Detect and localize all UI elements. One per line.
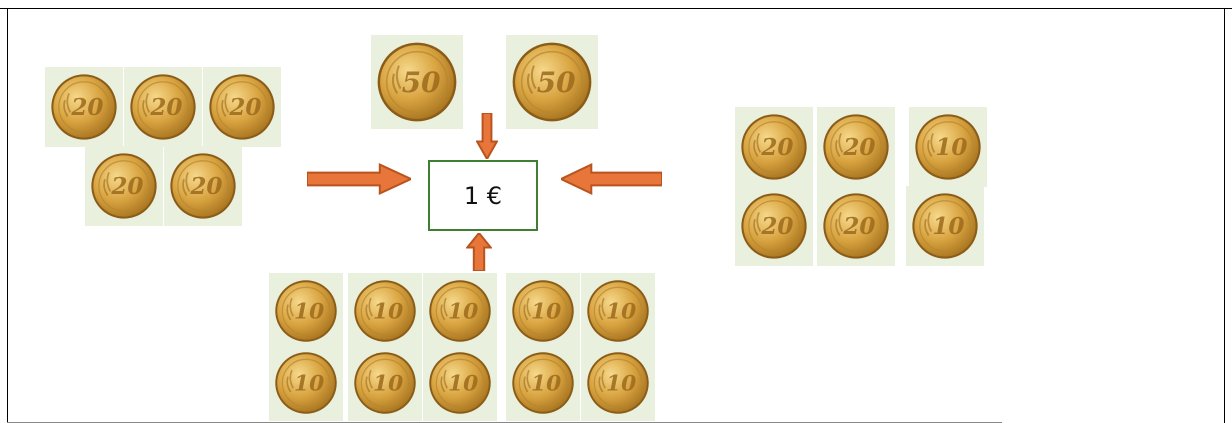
svg-text:20: 20 bbox=[760, 213, 793, 240]
svg-text:10: 10 bbox=[531, 372, 561, 397]
svg-text:10: 10 bbox=[294, 300, 324, 325]
coin-50-cent-icon: 50 bbox=[511, 41, 593, 123]
arrow-down-icon bbox=[476, 113, 498, 159]
svg-text:20: 20 bbox=[228, 94, 261, 121]
svg-text:10: 10 bbox=[531, 300, 561, 325]
svg-text:10: 10 bbox=[448, 300, 478, 325]
coin-10-cent-icon: 10 bbox=[353, 351, 417, 415]
svg-text:10: 10 bbox=[373, 300, 403, 325]
coin-10-cent-icon: 10 bbox=[428, 351, 492, 415]
svg-text:50: 50 bbox=[537, 66, 576, 99]
coin-20-cent-icon: 20 bbox=[822, 192, 890, 260]
coin-10-cent-icon: 10 bbox=[274, 279, 338, 343]
svg-text:20: 20 bbox=[760, 134, 793, 161]
svg-text:20: 20 bbox=[842, 213, 875, 240]
coin-20-cent-icon: 20 bbox=[740, 113, 808, 181]
coin-10-cent-icon: 10 bbox=[911, 192, 979, 260]
total-amount-box: 1 € bbox=[428, 160, 538, 231]
frame-border-left bbox=[7, 8, 8, 423]
coin-20-cent-icon: 20 bbox=[740, 192, 808, 260]
svg-text:10: 10 bbox=[932, 213, 964, 240]
svg-text:20: 20 bbox=[149, 94, 182, 121]
svg-text:10: 10 bbox=[606, 300, 636, 325]
frame-border-right bbox=[1224, 8, 1225, 423]
coin-10-cent-icon: 10 bbox=[586, 279, 650, 343]
arrow-left-icon bbox=[561, 163, 662, 195]
svg-text:10: 10 bbox=[294, 372, 324, 397]
coin-10-cent-icon: 10 bbox=[586, 351, 650, 415]
coin-10-cent-icon: 10 bbox=[428, 279, 492, 343]
coin-10-cent-icon: 10 bbox=[511, 351, 575, 415]
svg-text:20: 20 bbox=[189, 173, 222, 200]
coin-20-cent-icon: 20 bbox=[822, 113, 890, 181]
frame-border-top bbox=[0, 8, 1232, 9]
svg-text:20: 20 bbox=[70, 94, 103, 121]
coin-10-cent-icon: 10 bbox=[274, 351, 338, 415]
coin-20-cent-icon: 20 bbox=[129, 73, 197, 141]
svg-text:50: 50 bbox=[402, 66, 441, 99]
svg-text:10: 10 bbox=[448, 372, 478, 397]
coin-20-cent-icon: 20 bbox=[208, 73, 276, 141]
svg-text:10: 10 bbox=[935, 134, 967, 161]
total-amount-label: 1 € bbox=[464, 182, 502, 210]
arrow-right-icon bbox=[307, 163, 411, 195]
coin-50-cent-icon: 50 bbox=[376, 41, 458, 123]
coin-20-cent-icon: 20 bbox=[90, 152, 158, 220]
svg-text:10: 10 bbox=[373, 372, 403, 397]
coin-20-cent-icon: 20 bbox=[169, 152, 237, 220]
coin-10-cent-icon: 10 bbox=[914, 113, 982, 181]
coin-10-cent-icon: 10 bbox=[511, 279, 575, 343]
svg-text:10: 10 bbox=[606, 372, 636, 397]
svg-text:20: 20 bbox=[842, 134, 875, 161]
coin-20-cent-icon: 20 bbox=[50, 73, 118, 141]
svg-text:20: 20 bbox=[110, 173, 143, 200]
coin-10-cent-icon: 10 bbox=[353, 279, 417, 343]
arrow-up-icon bbox=[466, 233, 492, 271]
